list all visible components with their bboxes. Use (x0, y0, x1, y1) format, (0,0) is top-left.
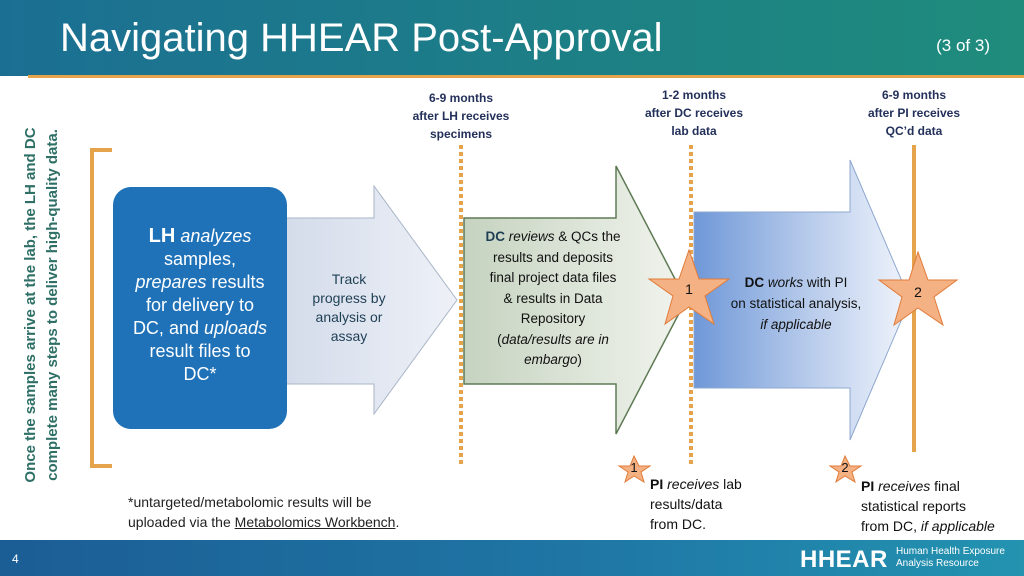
dc-text: works (767, 275, 804, 290)
lh-text: results (211, 272, 265, 292)
timeline-text: after PI receives (867, 106, 961, 120)
dc-text: on statistical analysis, (730, 296, 862, 311)
lh-text: for delivery to (145, 295, 255, 315)
title-underline (28, 75, 1024, 78)
hhear-logo: HHEAR (800, 546, 888, 573)
arrow-track-line: assay (330, 328, 368, 344)
pi-text: final (934, 478, 960, 494)
arrow-track (279, 184, 458, 416)
footnote-line: *untargeted/metabolomic results will be (128, 494, 372, 510)
pi-text: statistical reports (861, 498, 967, 514)
dc-text: results and deposits (492, 249, 614, 265)
lh-text: result files to (149, 341, 251, 361)
dc-label: DC (485, 229, 505, 244)
logo-subtitle-line: Human Health Exposure (896, 546, 1005, 557)
pi-text: receives (878, 478, 931, 494)
lh-text: prepares (135, 272, 207, 292)
star-icon (647, 248, 731, 326)
bracket (90, 148, 112, 468)
timeline-text: after LH receives (412, 109, 510, 123)
metabolomics-workbench-link[interactable]: Metabolomics Workbench (234, 514, 396, 530)
pi-note-2: PI receives final statistical reports fr… (861, 476, 995, 536)
footnote-line: uploaded via the (128, 514, 231, 530)
timeline-text: 6-9 months (428, 91, 493, 105)
pi-label: PI (650, 476, 664, 492)
dc-text: embargo (524, 352, 578, 367)
pi-text: from DC. (650, 516, 706, 532)
timeline-text: specimens (429, 127, 493, 141)
page-title: Navigating HHEAR Post-Approval (60, 16, 663, 60)
logo-subtitle-line: Analysis Resource (896, 558, 979, 569)
pi-text: lab (723, 476, 742, 492)
arrow-dc-analysis (693, 159, 911, 441)
dc-label: DC (744, 275, 765, 290)
star-number: 2 (914, 284, 922, 300)
lh-text: DC, and (132, 318, 199, 338)
pi-label: PI (861, 478, 875, 494)
arrow-dc-review-text: DC reviews & QCs the results and deposit… (468, 227, 638, 371)
arrow-track-text: Track progress by analysis or assay (300, 270, 398, 346)
lh-text: analyzes (180, 226, 252, 246)
pi-text: results/data (650, 496, 723, 512)
timeline-text: lab data (671, 124, 717, 138)
dc-text: with PI (806, 275, 848, 290)
star-number: 2 (841, 460, 849, 475)
dc-text: data/results are in (501, 331, 609, 347)
dc-text: & results in Data (503, 290, 603, 306)
star-icon (617, 454, 652, 484)
arrow-dc-analysis-text: DC works with PI on statistical analysis… (716, 272, 876, 335)
dc-text: reviews (508, 229, 555, 244)
timeline-text: after DC receives (644, 106, 744, 120)
timeline-label-3: 6-9 months after PI receives QC’d data (850, 86, 978, 140)
arrow-track-line: progress by (312, 290, 386, 306)
timeline-label-1: 6-9 months after LH receives specimens (401, 89, 521, 143)
pi-text: from DC, (861, 518, 917, 534)
dc-text: Repository (520, 311, 586, 326)
star-number: 1 (630, 460, 638, 475)
footnote-line: . (395, 514, 400, 530)
pi-text: if applicable (920, 518, 995, 534)
star-icon (877, 250, 959, 327)
logo-subtitle: Human Health Exposure Analysis Resource (896, 546, 1005, 570)
dc-text: & QCs the (558, 229, 621, 244)
footer-bar (0, 540, 1024, 576)
arrow-track-line: analysis or (315, 309, 383, 325)
lh-text: uploads (204, 318, 268, 338)
slide-number: 4 (12, 552, 19, 566)
dc-text: if applicable (760, 317, 832, 332)
pi-text: receives (667, 476, 720, 492)
arrow-track-line: Track (331, 271, 367, 287)
pi-note-1: PI receives lab results/data from DC. (650, 474, 742, 534)
lh-box: LH analyzes samples, prepares results fo… (113, 187, 287, 429)
lh-label: LH (148, 225, 176, 247)
timeline-label-2: 1-2 months after DC receives lab data (631, 86, 757, 140)
timeline-text: 6-9 months (881, 88, 946, 102)
header-bar (0, 0, 1024, 76)
star-number: 1 (685, 281, 693, 297)
lh-text: samples, (163, 249, 237, 269)
dc-text: final project data files (489, 270, 617, 285)
timeline-text: 1-2 months (661, 88, 726, 102)
star-icon (828, 454, 863, 484)
footnote: *untargeted/metabolomic results will be … (128, 492, 399, 532)
timeline-text: QC’d data (885, 124, 943, 138)
page-indicator: (3 of 3) (936, 36, 990, 55)
lh-text: DC* (183, 364, 217, 384)
arrow-dc-review (463, 165, 687, 435)
